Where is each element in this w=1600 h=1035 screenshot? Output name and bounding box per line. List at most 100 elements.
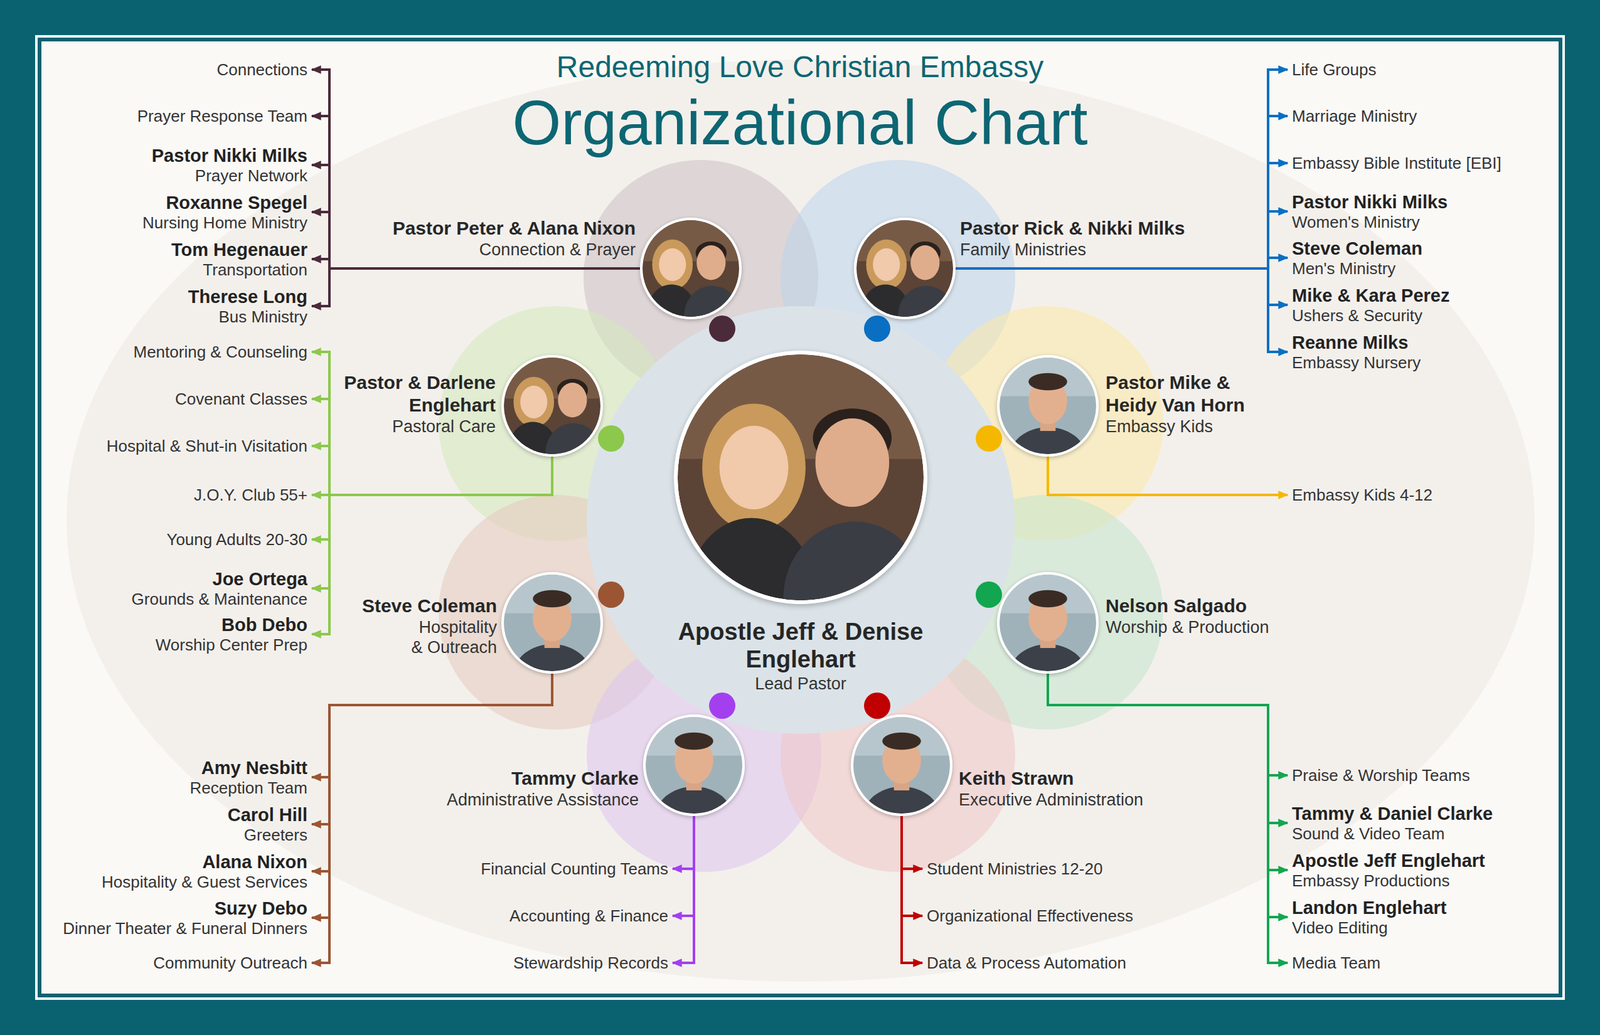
person-name: Mike & Kara Perez [1291, 285, 1450, 307]
person-name: Suzy Debo [62, 898, 308, 920]
person-name: Tom Hegenauer [171, 239, 308, 261]
connector [311, 446, 553, 496]
connector [311, 673, 553, 778]
connector [955, 257, 1288, 269]
role-title: Connection & Prayer [392, 239, 636, 260]
connector [311, 259, 640, 269]
ministry-item: Tom HegenauerTransportation [166, 237, 312, 282]
connector [311, 456, 553, 540]
ministry-name: Covenant Classes [175, 389, 308, 409]
connector [955, 163, 1288, 269]
ministry-name: Praise & Worship Teams [1291, 766, 1471, 785]
ministry-name: Life Groups [1291, 60, 1376, 80]
person-name: Amy Nesbitt [190, 757, 308, 779]
ministry-name: Women's Ministry [1291, 212, 1448, 232]
ministry-name: Marriage Ministry [1291, 106, 1417, 126]
ministry-name: J.O.Y. Club 55+ [193, 485, 308, 505]
portrait-frame [673, 350, 928, 605]
leader-photo: Nelson SalgadoWorship & Production [997, 572, 1099, 674]
person-name: Pastor Nikki Milks [151, 145, 308, 167]
ministry-item: Pastor Nikki MilksPrayer Network [147, 143, 312, 187]
portrait-figure [999, 574, 1097, 672]
leader-label: Steve ColemanHospitality & Outreach [362, 594, 497, 658]
person-name: Alana Nixon [101, 852, 308, 873]
portrait-figure [503, 574, 601, 672]
ministry-item: Stewardship Records [508, 951, 673, 975]
leader-photo: Pastor Mike & Heidy Van HornEmbassy Kids [997, 355, 1099, 457]
portrait-figure [642, 220, 740, 317]
connector [901, 816, 923, 964]
connector [672, 816, 694, 917]
portrait-photo [999, 574, 1097, 672]
ministry-name: Media Team [1291, 953, 1381, 973]
person-name: Apostle Jeff Englehart [1291, 850, 1486, 872]
ministry-item: Amy NesbittReception Team [185, 756, 312, 800]
ministry-name: Sound & Video Team [1291, 824, 1493, 844]
ministry-item: Embassy Bible Institute [EBI] [1287, 151, 1506, 175]
ministry-name: Reception Team [190, 778, 308, 798]
leader-photo: Pastor & Darlene EnglehartPastoral Care [501, 355, 603, 457]
connector [311, 456, 553, 589]
person-name: Pastor Peter & Alana Nixon [392, 217, 636, 240]
portrait-figure [645, 717, 743, 814]
leader-label: Nelson SalgadoWorship & Production [1105, 594, 1270, 638]
role-title: Worship & Production [1105, 617, 1270, 638]
ministry-name: Ushers & Security [1291, 306, 1450, 326]
person-name: Carol Hill [227, 805, 308, 826]
portrait-photo [853, 717, 950, 814]
role-title: Family Ministries [960, 239, 1185, 260]
ministry-item: Life Groups [1287, 58, 1381, 81]
person-name: Tammy & Daniel Clarke [1291, 803, 1493, 825]
portrait-figure [677, 354, 924, 601]
person-name: Joe Ortega [131, 569, 308, 590]
ministry-name: Connections [216, 60, 308, 80]
ministry-name: Embassy Bible Institute [EBI] [1291, 153, 1502, 173]
role-title: Lead Pastor [636, 673, 965, 695]
ministry-item: Covenant Classes [170, 387, 312, 411]
leader-photo: Tammy ClarkeAdministrative Assistance [643, 714, 745, 817]
portrait-figure [853, 717, 950, 814]
connector [955, 268, 1288, 305]
role-title: Hospitality & Outreach [404, 617, 497, 658]
ministry-item: Accounting & Finance [505, 904, 673, 928]
person-name: Therese Long [188, 286, 308, 308]
person-name: Nelson Salgado [1105, 594, 1270, 618]
leader-photo: Pastor Peter & Alana NixonConnection & P… [640, 217, 742, 320]
ministry-name: Men's Ministry [1291, 259, 1423, 278]
connector [901, 816, 923, 917]
ministry-item: Carol HillGreeters [223, 803, 312, 847]
ministry-name: Transportation [171, 260, 308, 280]
leader-label: Tammy ClarkeAdministrative Assistance [446, 767, 639, 811]
person-name: Keith Strawn [958, 767, 1144, 790]
person-name: Steve Coleman [1291, 238, 1423, 260]
ministry-name: Embassy Nursery [1291, 353, 1421, 373]
connector [311, 212, 640, 269]
portrait-photo [503, 357, 601, 455]
ministry-item: Mentoring & Counseling [129, 340, 313, 364]
leader-label: Pastor Mike & Heidy Van HornEmbassy Kids [1105, 371, 1275, 437]
lead-pastor-circle: Apostle Jeff & Denise EnglehartLead Past… [586, 306, 1015, 735]
ministry-name: Grounds & Maintenance [131, 589, 308, 609]
ministry-item: Data & Process Automation [922, 951, 1131, 975]
ministry-item: Tammy & Daniel ClarkeSound & Video Team [1287, 801, 1498, 846]
ministry-item: Prayer Response Team [133, 104, 312, 128]
connector [311, 456, 553, 496]
person-name: Apostle Jeff & Denise Englehart [636, 618, 965, 674]
ministry-name: Student Ministries 12-20 [926, 859, 1103, 879]
connector [311, 268, 640, 307]
connector [1047, 673, 1288, 776]
ministry-name: Mentoring & Counseling [133, 342, 309, 362]
person-name: Bob Debo [155, 614, 308, 636]
connector [311, 165, 640, 269]
person-name: Tammy Clarke [446, 767, 639, 790]
ministry-name: Financial Counting Teams [480, 859, 669, 879]
ministry-name: Nursing Home Ministry [142, 213, 308, 233]
portrait-photo [642, 220, 740, 317]
role-title: Administrative Assistance [446, 789, 639, 811]
leader-label: Pastor Rick & Nikki MilksFamily Ministri… [960, 217, 1185, 260]
leader-label: Keith StrawnExecutive Administration [958, 767, 1144, 811]
ministry-item: Connections [212, 58, 312, 81]
portrait-photo [503, 574, 601, 672]
portrait-photo [999, 357, 1097, 455]
